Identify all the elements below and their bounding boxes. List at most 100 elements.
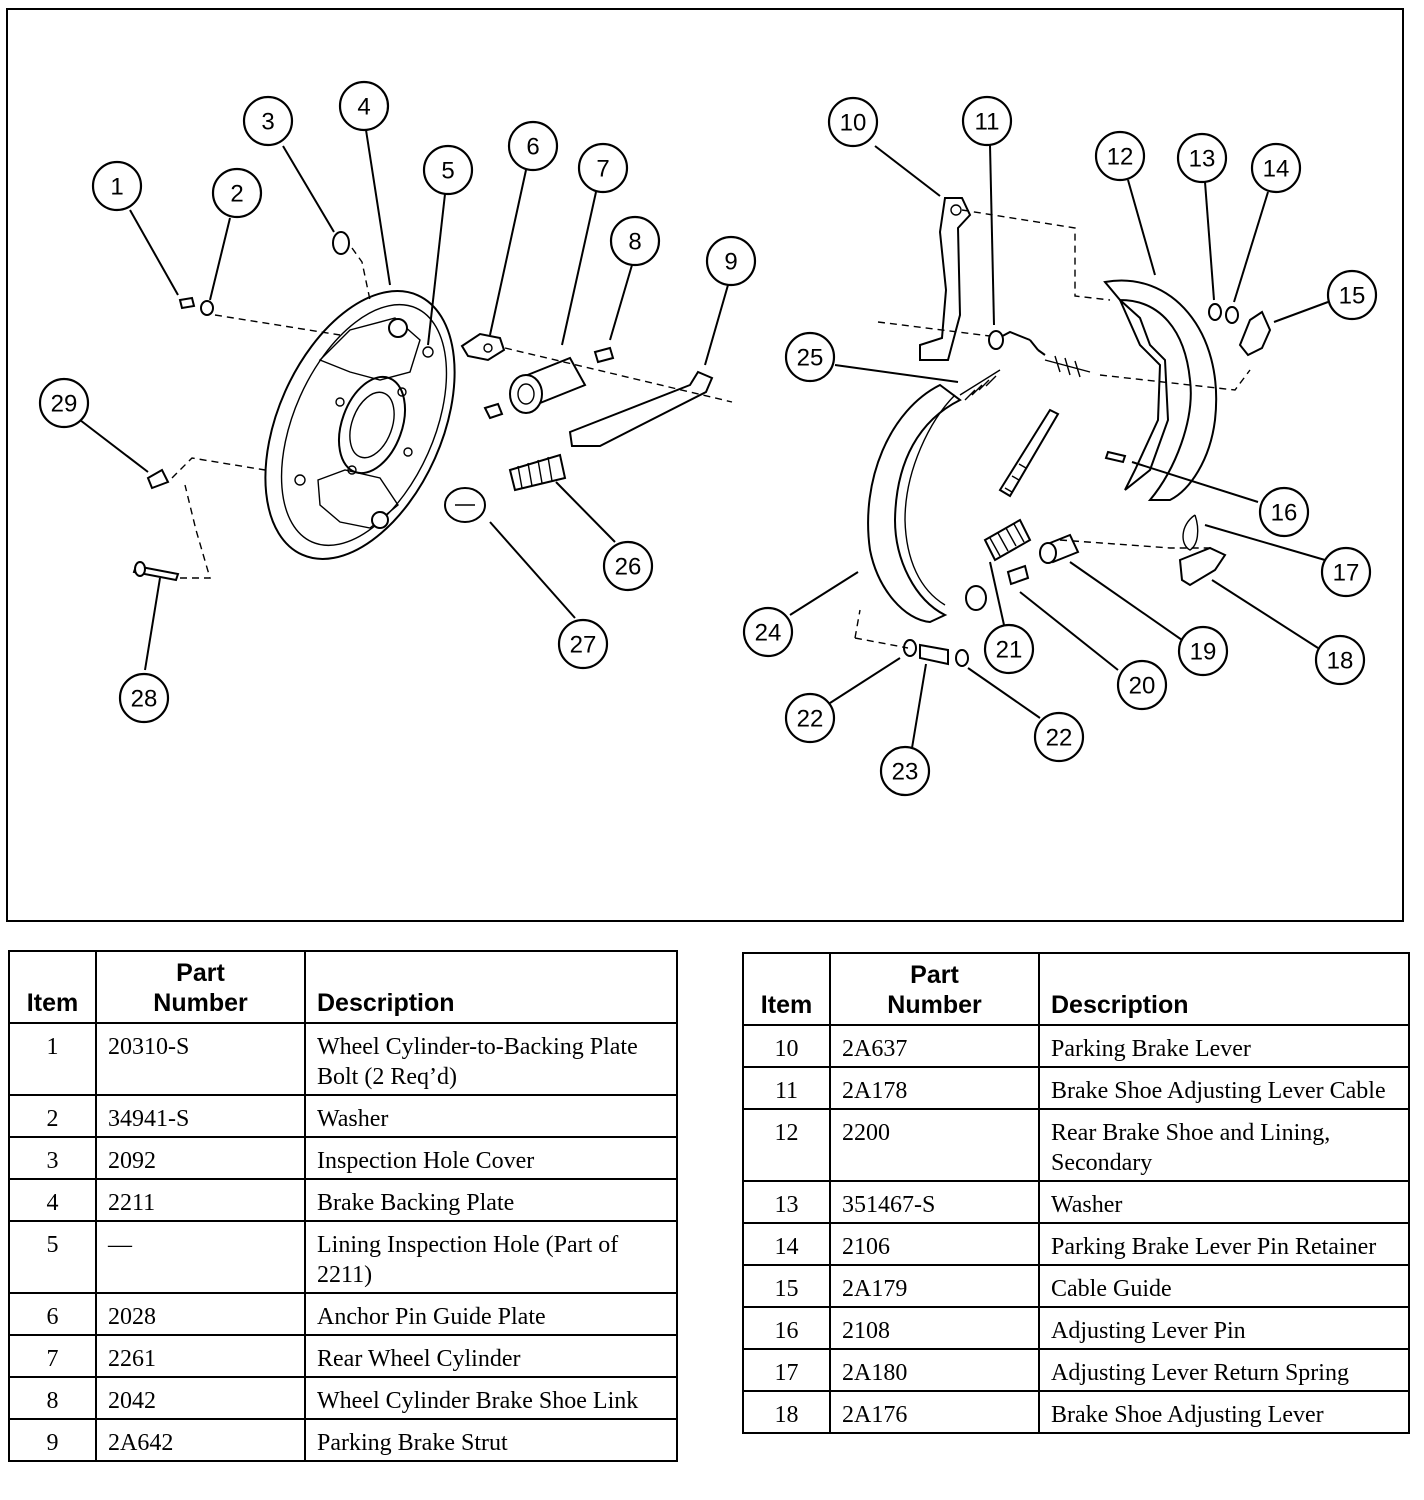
washer-13 (1208, 303, 1222, 321)
parking-brake-strut (568, 370, 714, 447)
part-number-cell: 2A179 (829, 1264, 1040, 1308)
callout-5: 5 (422, 144, 474, 196)
adjusting-lever (1178, 546, 1227, 587)
adjusting-lever-pin (1104, 450, 1127, 464)
secondary-brake-shoe (1103, 279, 1218, 501)
item-cell: 2 (8, 1094, 97, 1138)
description-cell: Cable Guide (1038, 1264, 1410, 1308)
callout-18: 18 (1314, 634, 1366, 686)
header-item: Item (8, 950, 97, 1024)
hold-down-retainer (444, 487, 486, 523)
item-cell: 4 (8, 1178, 97, 1222)
part-number-cell: 2200 (829, 1108, 1040, 1182)
exploded-brake-diagram: 1 2 3 4 5 6 7 8 9 10 11 12 13 14 15 16 1… (38, 80, 1378, 797)
pin (132, 561, 180, 582)
description-cell: Adjusting Lever Return Spring (1038, 1348, 1410, 1392)
description-cell: Washer (304, 1094, 678, 1138)
callout-label: 26 (615, 554, 642, 581)
callout-4: 4 (338, 80, 390, 132)
callout-16: 16 (1258, 486, 1310, 538)
part-number-cell: 2A178 (829, 1066, 1040, 1110)
callout-20: 20 (1116, 659, 1168, 711)
parking-brake-lever (919, 197, 972, 361)
callout-25: 25 (784, 331, 836, 383)
callout-label: 2 (230, 181, 243, 208)
part-number-cell: 2042 (95, 1376, 306, 1420)
part-number-cell: 2106 (829, 1222, 1040, 1266)
part-number-cell: 2261 (95, 1334, 306, 1378)
callout-label: 6 (526, 134, 539, 161)
callout-11: 11 (961, 95, 1013, 147)
part-number-cell: 20310-S (95, 1022, 306, 1096)
callout-label: 15 (1339, 283, 1366, 310)
callout-3: 3 (242, 95, 294, 147)
callout-label: 16 (1271, 500, 1298, 527)
callout-10: 10 (827, 96, 879, 148)
callout-label: 29 (51, 391, 78, 418)
description-cell: Wheel Cylinder-to-Backing Plate Bolt (2 … (304, 1022, 678, 1096)
callout-label: 5 (441, 158, 454, 185)
callout-label: 14 (1263, 156, 1290, 183)
item-cell: 7 (8, 1334, 97, 1378)
item-cell: 9 (8, 1418, 97, 1462)
callout-label: 13 (1189, 146, 1216, 173)
table-row: 5—Lining Inspection Hole (Part of 2211) (8, 1220, 678, 1294)
plug (146, 468, 170, 490)
description-cell: Brake Backing Plate (304, 1178, 678, 1222)
description-cell: Inspection Hole Cover (304, 1136, 678, 1180)
callout-label: 12 (1107, 144, 1134, 171)
primary-brake-shoe (867, 383, 962, 624)
part-number-cell: — (95, 1220, 306, 1294)
callout-label: 18 (1327, 648, 1354, 675)
socket-20 (1006, 564, 1030, 586)
part-number-cell: 2108 (829, 1306, 1040, 1350)
diagram-frame (6, 8, 1404, 922)
header-description: Description (304, 950, 678, 1024)
callout-17: 17 (1320, 546, 1372, 598)
callout-label: 21 (996, 637, 1023, 664)
adjuster-screw-spring (983, 518, 1032, 562)
callout-label: 7 (596, 156, 609, 183)
description-cell: Lining Inspection Hole (Part of 2211) (304, 1220, 678, 1294)
callout-label: 27 (570, 632, 597, 659)
retracting-spring (959, 355, 1091, 401)
adjuster-parts-22-23 (903, 639, 969, 667)
callout-22-left: 22 (784, 692, 836, 744)
wheel-cylinder-bolt (178, 296, 214, 316)
pivot-nut (1039, 533, 1080, 564)
description-cell: Brake Shoe Adjusting Lever (1038, 1390, 1410, 1434)
description-cell: Anchor Pin Guide Plate (304, 1292, 678, 1336)
callout-label: 8 (628, 229, 641, 256)
callout-15: 15 (1326, 269, 1378, 321)
description-cell: Rear Brake Shoe and Lining, Secondary (1038, 1108, 1410, 1182)
callout-13: 13 (1176, 132, 1228, 184)
inspection-hole-cover (332, 231, 350, 255)
callout-label: 22 (1046, 725, 1073, 752)
callout-8: 8 (609, 215, 661, 267)
callout-label: 19 (1190, 639, 1217, 666)
callout-26: 26 (602, 540, 654, 592)
item-cell: 17 (742, 1348, 831, 1392)
item-cell: 8 (8, 1376, 97, 1420)
part-number-cell: 2A637 (829, 1024, 1040, 1068)
item-cell: 5 (8, 1220, 97, 1294)
adjuster-assembly (998, 408, 1060, 498)
header-item: Item (742, 952, 831, 1026)
